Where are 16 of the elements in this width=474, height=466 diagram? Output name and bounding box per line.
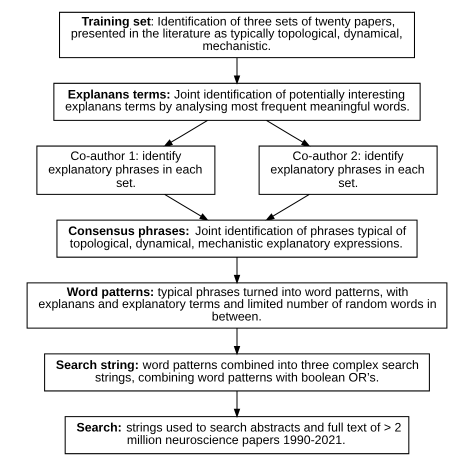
node-box: Explanans terms: Joint identification of potentially interesting explanans terms by analysing most frequent meaningful words. bbox=[53, 82, 421, 121]
node-box: Search string: word patterns combined into three complex search strings, combining word patterns with boolean OR’s. bbox=[44, 353, 430, 392]
arrow bbox=[163, 120, 208, 147]
arrow bbox=[265, 194, 310, 221]
arrow bbox=[234, 328, 240, 356]
node-box: Co-author 1: identify explanatory phrases in each set. bbox=[36, 146, 216, 195]
arrow bbox=[266, 120, 311, 147]
arrow bbox=[234, 257, 240, 284]
node-box: Consensus phrases: Joint identification of phrases typical of topological, dynamical, mechanistic explanatory expressions. bbox=[56, 220, 418, 258]
arrow bbox=[164, 194, 209, 221]
node-box: Search: strings used to search abstracts and full text of > 2 million neuroscience papers 1990-2021. bbox=[64, 416, 410, 454]
node-box: Word patterns: typical phrases turned into word patterns, with explanans and explanatory terms and limited number of random words in between. bbox=[26, 282, 448, 329]
node-box: Co-author 2: identify explanatory phrases in each set. bbox=[258, 146, 438, 195]
arrow bbox=[234, 391, 240, 418]
arrow bbox=[234, 58, 240, 85]
node-box: Training set: Identification of three sets of twenty papers, presented in the literature as typically topological, dynamical, mechanistic. bbox=[59, 12, 415, 58]
